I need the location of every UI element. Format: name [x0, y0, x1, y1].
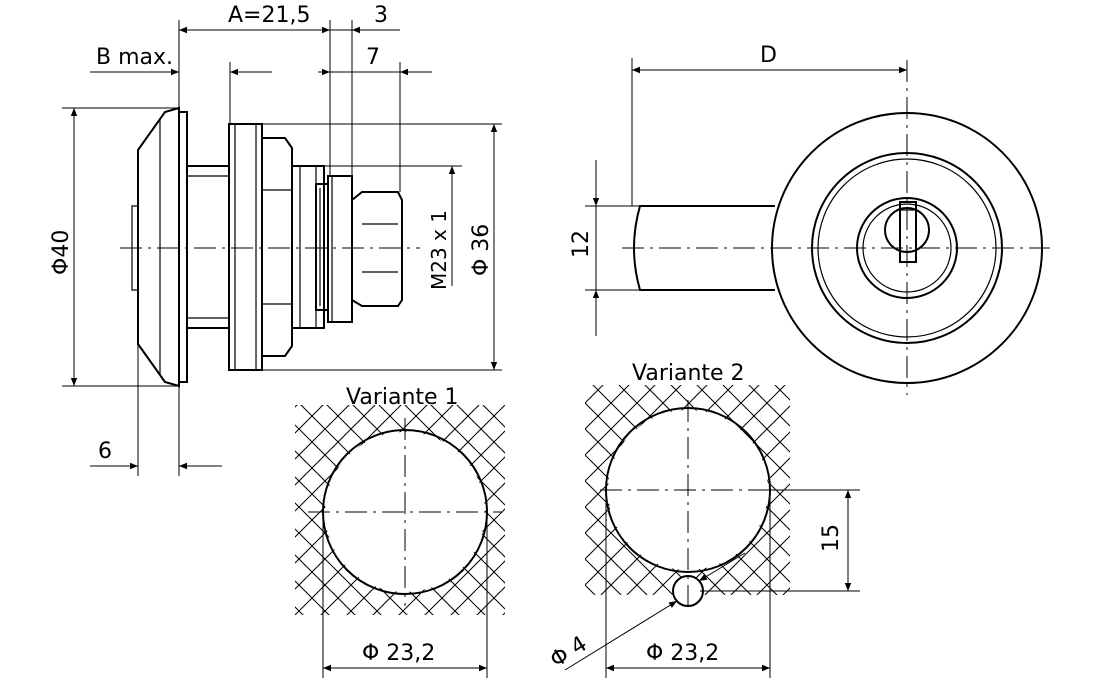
twelve-label: 12: [569, 230, 594, 258]
variant-2-dia-label: Φ 23,2: [646, 641, 719, 666]
side-view: [120, 106, 420, 388]
seven-label: 7: [366, 45, 380, 70]
dia36-label: Φ 36: [469, 224, 494, 276]
variant-2-cutout: Variante 2 15 Φ 23,2 Φ 4: [546, 361, 860, 678]
variant-1-dia-label: Φ 23,2: [362, 641, 435, 666]
a-label: A=21,5: [228, 3, 310, 28]
dimension-d: D: [631, 43, 907, 206]
d-label: D: [760, 43, 777, 68]
dimension-thread: M23 x 1: [292, 165, 462, 290]
dimension-7: 7: [318, 45, 432, 192]
dia4-label: Φ 4: [546, 632, 592, 674]
six-label: 6: [98, 439, 112, 464]
b-max-label: B max.: [96, 45, 173, 70]
dimension-6: 6: [90, 344, 222, 476]
dimension-3: 3: [330, 3, 400, 176]
dimension-12: 12: [569, 160, 640, 336]
dimension-dia36: Φ 36: [262, 123, 502, 371]
front-view: [622, 60, 1050, 395]
dimension-b-max: B max.: [90, 45, 272, 124]
thread-label: M23 x 1: [427, 210, 451, 290]
variant-1-cutout: Variante 1 Φ 23,2: [295, 385, 505, 678]
dia40-label: Φ40: [49, 230, 74, 275]
three-label: 3: [374, 3, 388, 28]
variant-2-title: Variante 2: [632, 361, 745, 386]
fifteen-label: 15: [819, 524, 844, 552]
dimension-a: A=21,5: [178, 3, 331, 176]
dimension-dia40: Φ40: [49, 107, 179, 387]
